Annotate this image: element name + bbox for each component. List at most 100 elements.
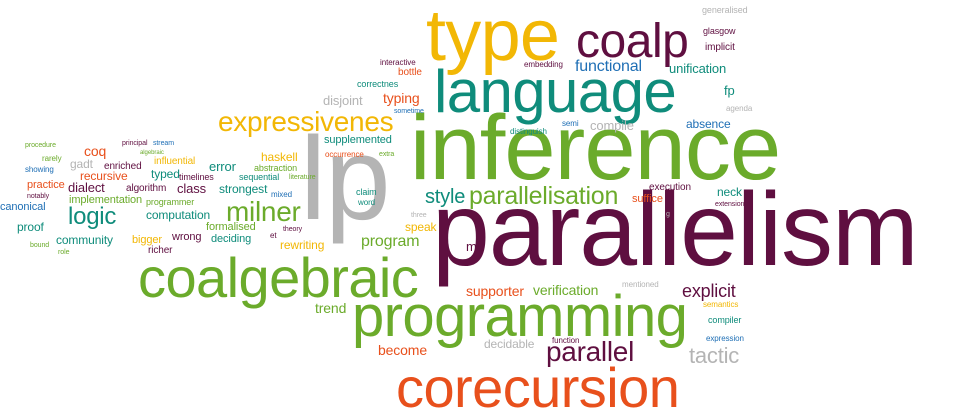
- word-procedure: procedure: [25, 142, 56, 149]
- word-typed: typed: [151, 167, 180, 181]
- word-principal: principal: [122, 140, 148, 147]
- word-verification: verification: [533, 282, 599, 298]
- word-logic: logic: [68, 203, 117, 230]
- word-sequential: sequential: [239, 172, 280, 182]
- word-word: word: [358, 198, 376, 207]
- word-richer: richer: [148, 245, 173, 256]
- word-influential: influential: [154, 156, 196, 167]
- word-suffice: suffice: [632, 193, 663, 205]
- word-tactic: tactic: [689, 343, 740, 368]
- word-strongest: strongest: [219, 182, 268, 196]
- word-milner: milner: [226, 196, 301, 227]
- word-programming: programming: [352, 284, 688, 349]
- word-type: type: [426, 0, 560, 76]
- word-typing: typing: [383, 90, 420, 106]
- word-rarely: rarely: [42, 154, 62, 163]
- word-occurrence: occurrence: [325, 150, 364, 159]
- word-language: language: [434, 58, 677, 125]
- word-three: three: [411, 212, 427, 219]
- word-inference: inference: [410, 97, 781, 199]
- word-showing: showing: [25, 165, 54, 174]
- word-compile: compile: [590, 118, 634, 133]
- word-agenda: agenda: [726, 104, 753, 113]
- word-role: role: [58, 249, 70, 256]
- word-computation: computation: [146, 208, 211, 222]
- word-mentioned: mentioned: [622, 280, 659, 289]
- word-absence: absence: [686, 117, 731, 131]
- word-expression: expression: [706, 334, 744, 343]
- word-mixed: mixed: [271, 190, 292, 199]
- word-ml: ml: [466, 239, 480, 254]
- word-fp: fp: [724, 83, 735, 98]
- word-timelines: timelines: [179, 172, 214, 182]
- word-coalgebraic: coalgebraic: [138, 246, 419, 309]
- word-coq: coq: [84, 143, 107, 159]
- word-bottle: bottle: [398, 67, 422, 78]
- word-parallelisation: parallelisation: [469, 182, 619, 210]
- word-style: style: [425, 186, 466, 208]
- word-correctnes: correctnes: [357, 79, 399, 89]
- word-algorithm: algorithm: [126, 183, 167, 194]
- word-bound: bound: [30, 242, 50, 249]
- word-canonical: canonical: [0, 201, 46, 213]
- word-neck: neck: [717, 185, 742, 199]
- word-semi: semi: [562, 119, 579, 128]
- word-sometime: sometime: [394, 108, 424, 115]
- word-proof: proof: [17, 220, 44, 234]
- word-generalised: generalised: [702, 5, 748, 15]
- word-function: function: [552, 336, 580, 345]
- word-enriched: enriched: [104, 161, 142, 172]
- word-disjoint: disjoint: [323, 93, 363, 108]
- word-execution: execution: [649, 182, 691, 193]
- word-speak: speak: [405, 220, 437, 234]
- word-error: error: [209, 159, 236, 174]
- word-haskell: haskell: [261, 150, 298, 164]
- word-functional: functional: [575, 58, 642, 75]
- word-wrong: wrong: [172, 231, 202, 243]
- word-theory: theory: [283, 226, 303, 233]
- word-embedding: embedding: [524, 60, 563, 69]
- word-g: g: [666, 211, 670, 218]
- word-parallelism: parallelism: [432, 172, 919, 288]
- word-decidable: decidable: [484, 337, 535, 351]
- word-explicit: explicit: [682, 281, 736, 301]
- word-glasgow: glasgow: [703, 26, 736, 36]
- word-deciding: deciding: [211, 233, 252, 245]
- word-bigger: bigger: [132, 234, 162, 246]
- word-programmer: programmer: [146, 197, 195, 207]
- word-compiler: compiler: [708, 315, 742, 325]
- word-semantics: semantics: [703, 300, 739, 309]
- word-recursive: recursive: [80, 169, 128, 183]
- word-supplemented: supplemented: [324, 134, 392, 146]
- word-class: class: [177, 181, 206, 196]
- word-supporter: supporter: [466, 283, 524, 299]
- word-interactive: interactive: [380, 58, 416, 67]
- word-program: program: [361, 233, 420, 250]
- word-formalised: formalised: [206, 221, 256, 233]
- word-dialect: dialect: [68, 180, 105, 195]
- word-corecursion: corecursion: [396, 356, 680, 411]
- word-literature: literature: [289, 174, 316, 181]
- word-extra: extra: [379, 151, 395, 158]
- word-implicit: implicit: [705, 42, 735, 53]
- word-trend: trend: [315, 300, 347, 316]
- word-community: community: [56, 233, 113, 247]
- word-parallel: parallel: [546, 336, 635, 367]
- word-gadt: gadt: [70, 157, 93, 171]
- word-coalp: coalp: [576, 15, 689, 68]
- word-implementation: implementation: [69, 194, 143, 206]
- word-et: et: [270, 231, 277, 240]
- word-rewriting: rewriting: [280, 238, 325, 252]
- word-notably: notably: [27, 193, 50, 200]
- word-distinguish: distinguish: [510, 127, 547, 136]
- word-unification: unification: [669, 61, 727, 76]
- word-expressivenes: expressivenes: [218, 106, 394, 137]
- word-claim: claim: [356, 187, 377, 197]
- word-extension: extension: [715, 201, 745, 208]
- word-lp: lp: [300, 113, 391, 245]
- word-practice: practice: [27, 179, 65, 191]
- word-abstraction: abstraction: [254, 163, 298, 173]
- word-stream: stream: [153, 140, 174, 147]
- word-become: become: [378, 342, 427, 358]
